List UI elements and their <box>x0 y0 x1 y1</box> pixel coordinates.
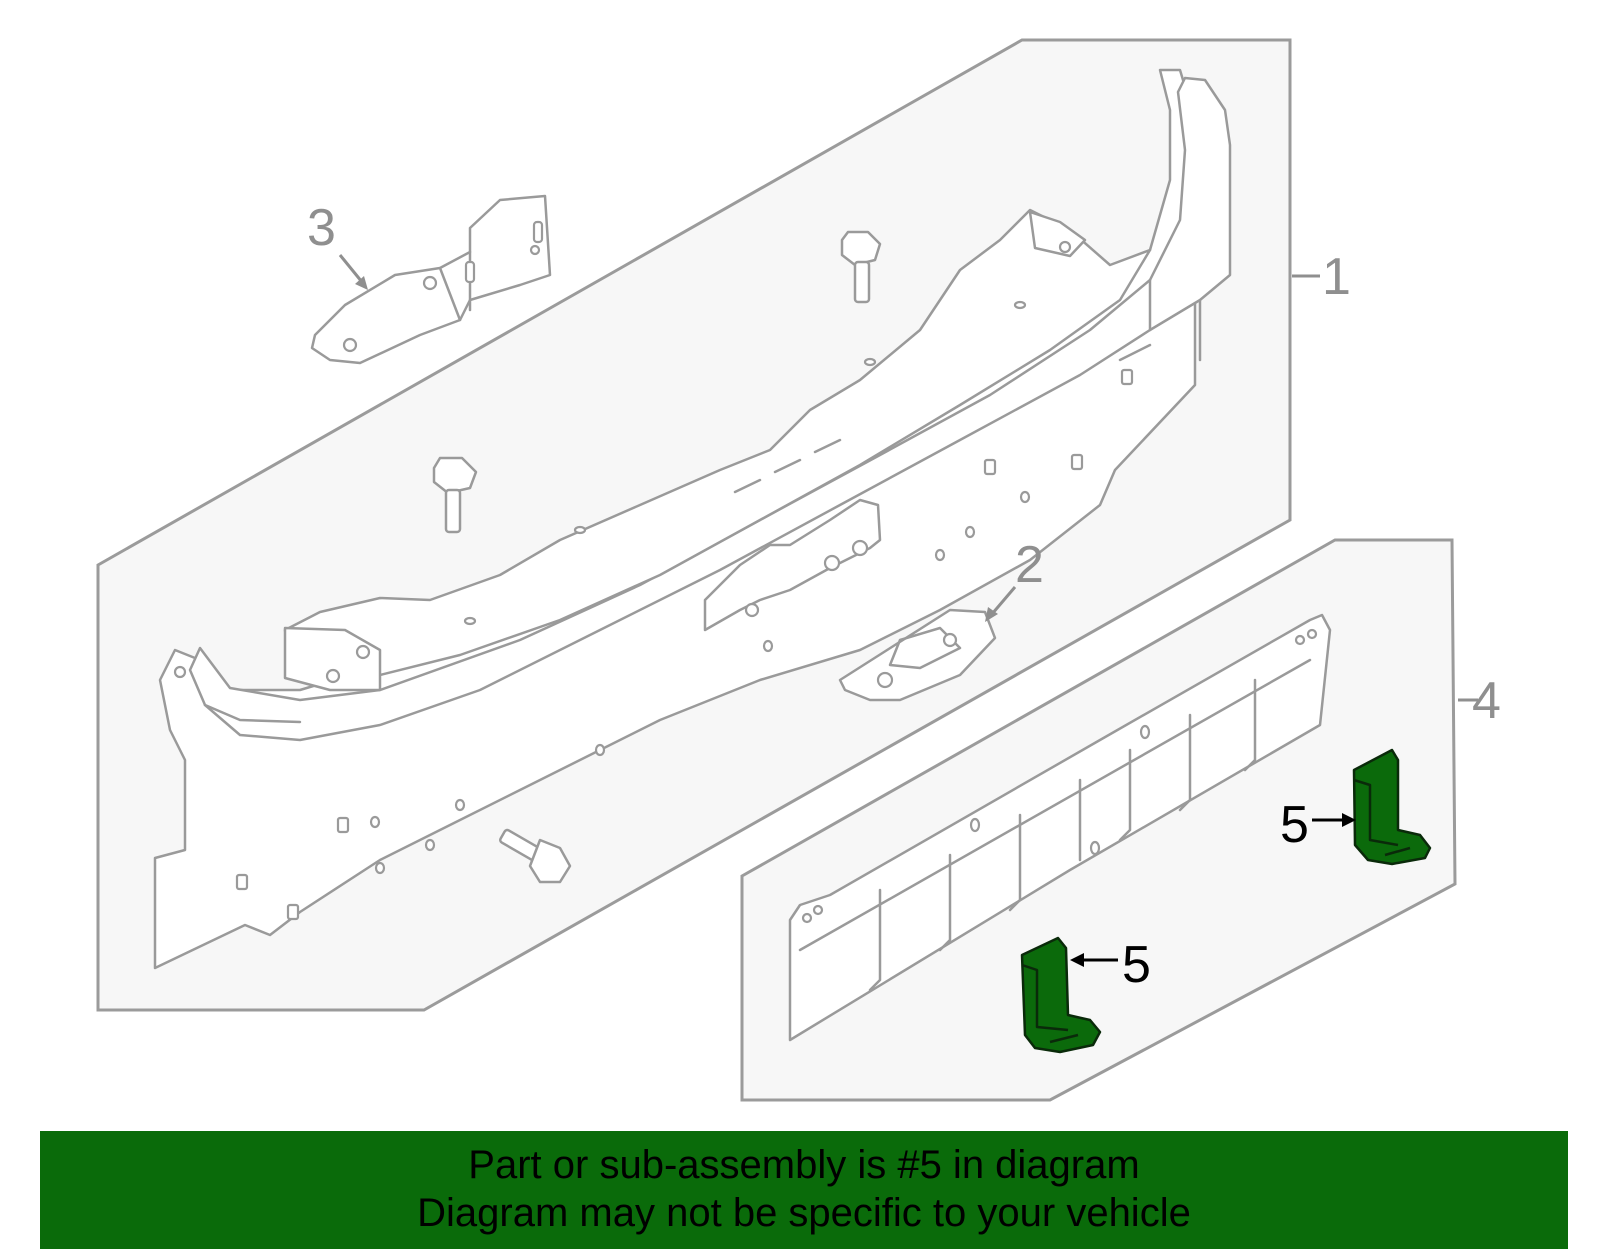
bolt-bottom <box>499 828 572 884</box>
leader-part-5-left <box>1070 953 1118 967</box>
callout-4: 4 <box>1472 672 1501 730</box>
bolt-left <box>432 456 478 534</box>
highlighted-bracket-part-5-left <box>1020 936 1102 1054</box>
banner-line-2: Diagram may not be specific to your vehi… <box>417 1191 1191 1235</box>
plate-part-2 <box>838 608 997 702</box>
leader-part-5-right <box>1312 813 1356 827</box>
bolt-top <box>840 230 882 304</box>
callout-3: 3 <box>307 199 336 257</box>
leader-part-3 <box>338 254 368 290</box>
rear-panel-part-4 <box>788 613 1332 1042</box>
banner-line-1: Part or sub-assembly is #5 in diagram <box>468 1143 1140 1187</box>
rear-crossmember-part-1 <box>153 68 1232 970</box>
leader-part-2 <box>985 586 1017 622</box>
callout-1: 1 <box>1322 248 1351 306</box>
callout-2: 2 <box>1015 536 1044 594</box>
info-banner: Part or sub-assembly is #5 in diagram Di… <box>40 1131 1568 1249</box>
bracket-part-3 <box>310 194 552 365</box>
highlighted-bracket-part-5-right <box>1352 748 1432 866</box>
callout-5-right: 5 <box>1280 796 1309 854</box>
callout-5-left: 5 <box>1122 936 1151 994</box>
